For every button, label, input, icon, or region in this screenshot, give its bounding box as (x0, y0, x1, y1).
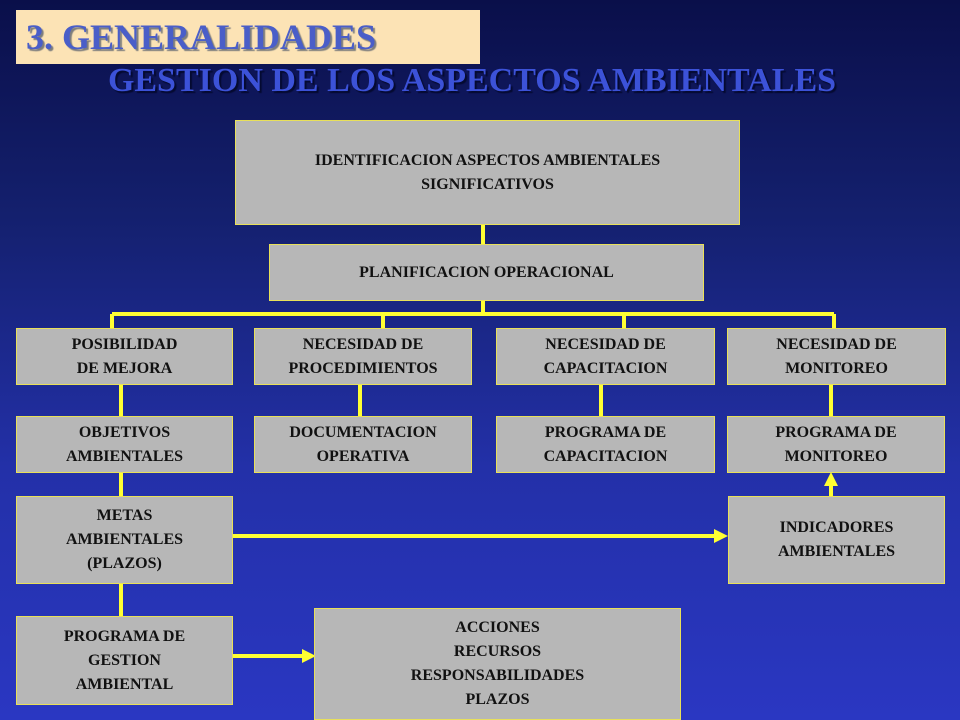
node-text-line: DE MEJORA (76, 359, 173, 377)
node-metas: METAS AMBIENTALES (PLAZOS) (16, 496, 233, 584)
arrowhead-indicadores (714, 529, 728, 543)
node-necesidad-monitoreo: NECESIDAD DE MONITOREO (727, 328, 946, 385)
section-label: 3. GENERALIDADES (26, 17, 377, 57)
node-programa-gestion: PROGRAMA DE GESTION AMBIENTAL (16, 616, 233, 705)
node-text-line: PROGRAMA DE (775, 423, 897, 441)
node-text-line: POSIBILIDAD (71, 335, 178, 353)
node-text-line: RESPONSABILIDADES (410, 667, 585, 684)
node-text-line: MONITOREO (784, 447, 888, 465)
node-text-line: NECESIDAD DE (302, 335, 424, 353)
diagram-title: GESTION DE LOS ASPECTOS AMBIENTALES (107, 62, 837, 99)
node-necesidad-procedimientos: NECESIDAD DE PROCEDIMIENTOS (254, 328, 472, 385)
node-text-line: PLANIFICACION OPERACIONAL (359, 263, 614, 281)
node-text-line: AMBIENTALES (65, 531, 184, 548)
arrowhead-acciones (302, 649, 316, 663)
node-text-line: PROCEDIMIENTOS (288, 359, 438, 377)
node-text-line: RECURSOS (453, 643, 542, 660)
node-text-line: CAPACITACION (543, 447, 668, 465)
node-text-line: ACCIONES (455, 619, 540, 636)
node-text-line: INDICADORES (779, 519, 894, 536)
node-text-line: PLAZOS (465, 691, 530, 708)
node-necesidad-capacitacion: NECESIDAD DE CAPACITACION (496, 328, 715, 385)
node-text-line: DOCUMENTACION (289, 423, 437, 441)
node-text-line: SIGNIFICATIVOS (421, 175, 554, 193)
node-text-line: PROGRAMA DE (63, 627, 186, 645)
node-text-line: AMBIENTALES (777, 543, 896, 560)
node-planificacion: PLANIFICACION OPERACIONAL (269, 244, 704, 301)
node-acciones: ACCIONES RECURSOS RESPONSABILIDADES PLAZOS (314, 608, 681, 720)
node-text-line: NECESIDAD DE (545, 335, 666, 353)
node-text-line: GESTION (88, 651, 161, 669)
node-text-line: MONITOREO (785, 359, 888, 377)
node-text-line: OPERATIVA (316, 447, 410, 465)
section-header: 3. GENERALIDADES (16, 10, 480, 64)
node-text-line: OBJETIVOS (78, 423, 171, 441)
node-text-line: AMBIENTALES (65, 447, 184, 465)
node-identificacion: IDENTIFICACION ASPECTOS AMBIENTALES SIGNI… (235, 120, 740, 225)
node-posibilidad-mejora: POSIBILIDAD DE MEJORA (16, 328, 233, 385)
node-text-line: AMBIENTAL (75, 675, 174, 693)
node-text-line: IDENTIFICACION ASPECTOS AMBIENTALES (314, 151, 661, 169)
node-objetivos: OBJETIVOS AMBIENTALES (16, 416, 233, 473)
arrowhead-programa-monitoreo (824, 472, 838, 486)
node-indicadores: INDICADORES AMBIENTALES (728, 496, 945, 584)
node-text-line: METAS (96, 507, 153, 524)
node-programa-capacitacion: PROGRAMA DE CAPACITACION (496, 416, 715, 473)
node-text-line: PROGRAMA DE (544, 423, 667, 441)
node-programa-monitoreo: PROGRAMA DE MONITOREO (727, 416, 945, 473)
node-text-line: CAPACITACION (543, 359, 668, 377)
node-documentacion: DOCUMENTACION OPERATIVA (254, 416, 472, 473)
node-text-line: NECESIDAD DE (776, 335, 897, 353)
node-text-line: (PLAZOS) (87, 555, 162, 572)
